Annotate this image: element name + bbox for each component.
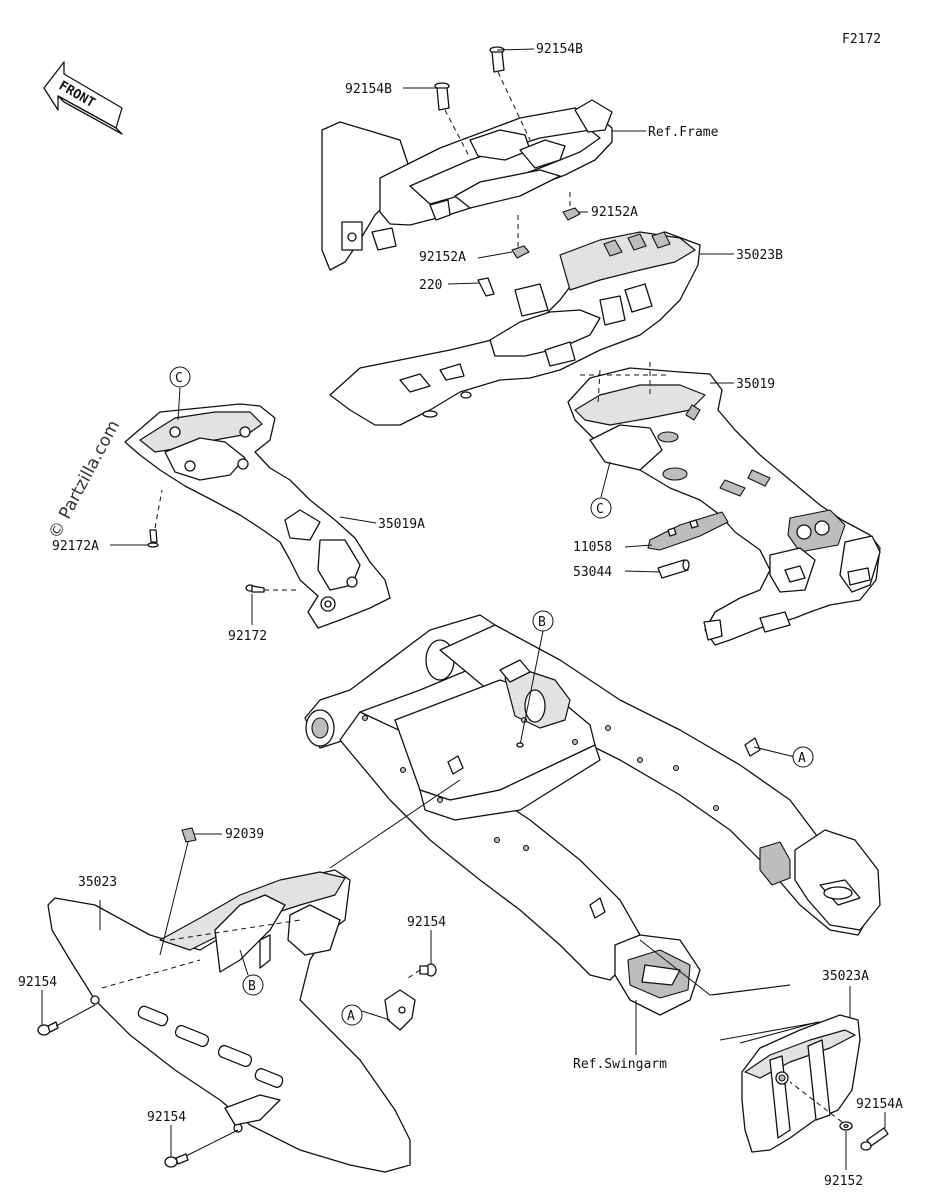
label-ref-swingarm: Ref.Swingarm — [573, 1057, 667, 1072]
bolt-icon — [37, 1021, 59, 1036]
front-arrow-icon: FRONT — [43, 61, 123, 135]
callout-circle — [532, 610, 554, 632]
label-11058: 11058 — [573, 540, 612, 555]
label-35023: 35023 — [78, 875, 117, 890]
damper-53044-drawing — [657, 559, 690, 579]
label-35019a: 35019A — [378, 517, 425, 532]
label-ref-frame: Ref.Frame — [648, 125, 719, 140]
swingarm-drawing — [304, 614, 881, 1016]
callout-c-right: C — [596, 502, 604, 517]
label-92154b-top: 92154B — [536, 42, 583, 57]
clip-icon — [181, 827, 197, 843]
callout-circle — [242, 974, 264, 996]
callout-b-top: B — [538, 615, 546, 630]
bolt-icon — [860, 1127, 889, 1151]
fender-35019-drawing — [567, 367, 881, 646]
callout-a-bottom: A — [347, 1009, 355, 1024]
label-92152a-left: 92152A — [419, 250, 466, 265]
bolt-icon — [419, 963, 437, 977]
rear-frame-drawing — [321, 99, 613, 271]
label-92152: 92152 — [824, 1174, 863, 1189]
label-92172a: 92172A — [52, 539, 99, 554]
label-35023b: 35023B — [736, 248, 783, 263]
screw-icon — [477, 277, 495, 297]
label-92154-mid: 92154 — [407, 915, 446, 930]
clamp-11058-drawing — [647, 511, 729, 551]
label-92154-left: 92154 — [18, 975, 57, 990]
label-92154-bottom: 92154 — [147, 1110, 186, 1125]
bolt-icon — [434, 82, 450, 111]
callout-b-bottom: B — [248, 979, 256, 994]
nut-icon — [511, 245, 530, 259]
bolt-icon — [164, 1153, 189, 1168]
label-92152a-right: 92152A — [591, 205, 638, 220]
watermark: © Partzilla.com — [45, 417, 124, 542]
callout-c-top: C — [175, 371, 183, 386]
label-35023a: 35023A — [822, 969, 869, 984]
label-220: 220 — [419, 278, 442, 293]
label-92154a: 92154A — [856, 1097, 903, 1112]
cover-35023a-drawing — [741, 1014, 861, 1153]
callout-circle — [341, 1004, 363, 1026]
chain-guard-35023-drawing — [47, 869, 416, 1173]
figure-code: F2172 — [842, 32, 881, 47]
washer-icon — [839, 1121, 853, 1131]
screw-icon — [147, 529, 159, 548]
label-92172: 92172 — [228, 629, 267, 644]
label-35019: 35019 — [736, 377, 775, 392]
bolt-icon — [489, 46, 505, 73]
callout-circle — [792, 746, 814, 768]
callout-circle — [169, 366, 191, 388]
undertray-35023b-drawing — [329, 231, 701, 426]
label-53044: 53044 — [573, 565, 612, 580]
label-92154b-left: 92154B — [345, 82, 392, 97]
nut-icon — [562, 207, 581, 221]
screw-icon — [245, 584, 265, 593]
callout-circle — [590, 497, 612, 519]
callout-a-right: A — [798, 751, 806, 766]
label-92039: 92039 — [225, 827, 264, 842]
bracket-35019a-drawing — [124, 403, 391, 629]
